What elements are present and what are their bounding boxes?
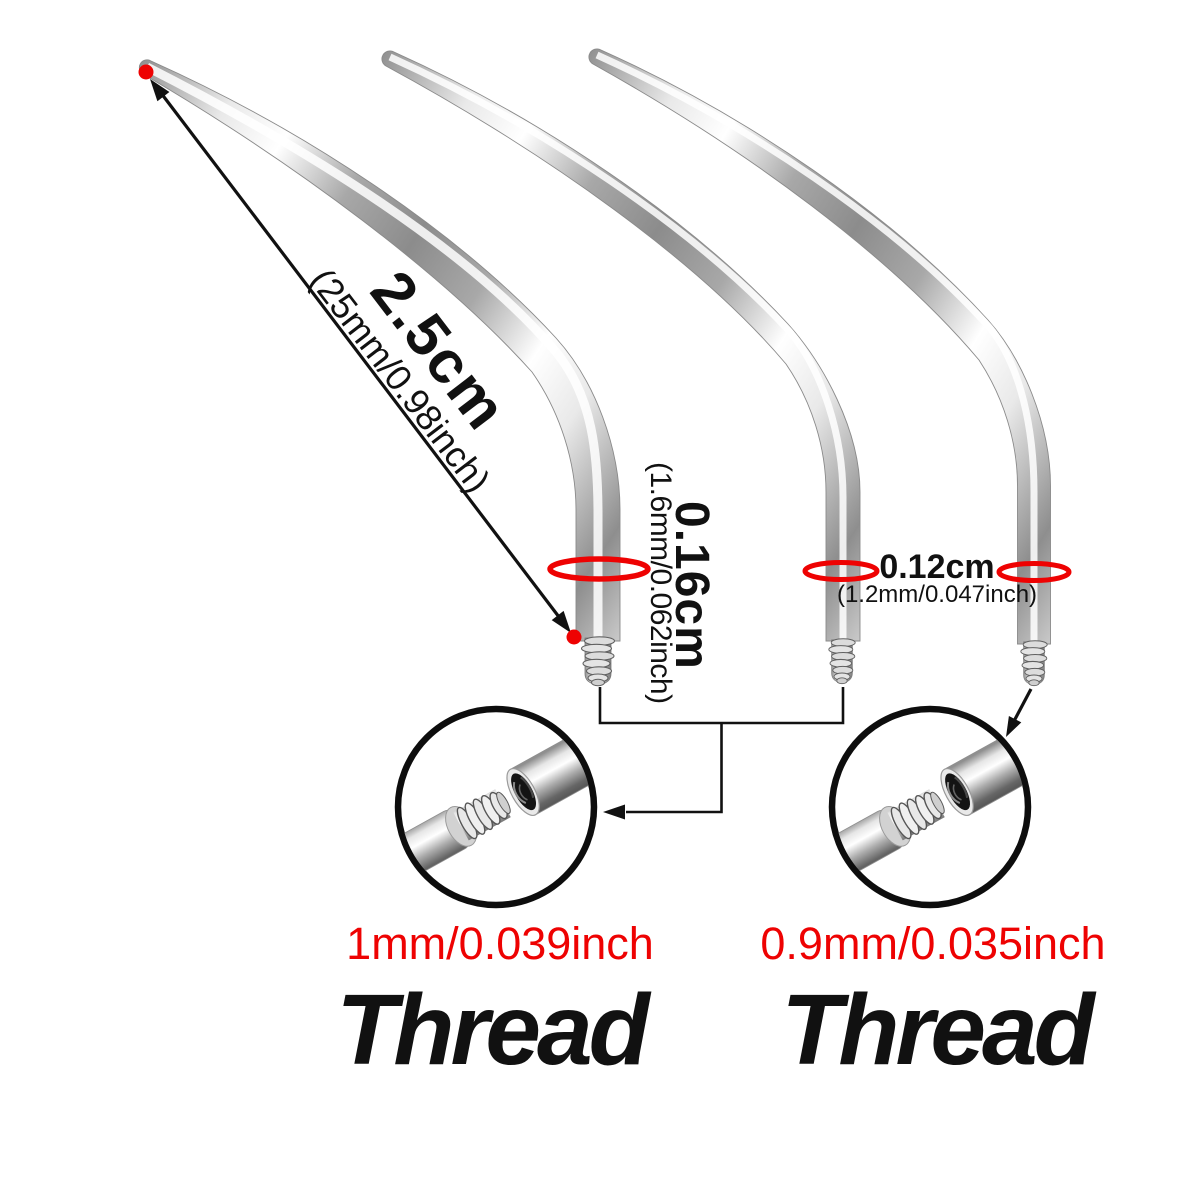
thread-detail-inset-2 xyxy=(819,709,1045,905)
thread-bracket xyxy=(598,687,845,814)
bracket-arrowhead xyxy=(603,804,625,820)
thread-size-1: 1mm/0.039inch xyxy=(346,918,654,969)
taper-pin-small xyxy=(588,48,1051,645)
thread-detail-inset-1 xyxy=(385,709,611,905)
length-arrow xyxy=(150,79,571,633)
screw-thread-2 xyxy=(828,638,856,685)
length-endpoint-dot-bottom xyxy=(566,629,582,645)
taper-pin-medium xyxy=(381,50,861,642)
taper-pin-large xyxy=(138,59,621,642)
diameter-small-value: 0.12cm xyxy=(879,548,995,586)
thread-detail-arrow xyxy=(1006,688,1033,737)
diameter-small-alt-value: (1.2mm/0.047inch) xyxy=(836,581,1038,608)
thread-size-2: 0.9mm/0.035inch xyxy=(760,918,1106,969)
length-endpoint-dot-top xyxy=(138,64,154,80)
arrowhead-top xyxy=(150,79,170,102)
screw-thread-1 xyxy=(580,636,616,687)
diameter-marker-ellipse-1 xyxy=(547,556,651,582)
diameter-large-alt-value: (1.6mm/0.062inch) xyxy=(644,462,677,704)
diameter-small-label: 0.12cm (1.2mm/0.047inch) xyxy=(836,548,1038,608)
diameter-marker-ellipse-3 xyxy=(996,561,1072,583)
thread-label-1: Thread xyxy=(336,974,649,1086)
thread-label-2: Thread xyxy=(781,974,1094,1086)
screw-thread-3 xyxy=(1020,640,1048,687)
diameter-marker-ellipse-2 xyxy=(802,560,880,582)
diameter-large-value: 0.16cm xyxy=(665,501,718,670)
arrowhead-bottom xyxy=(551,610,571,633)
